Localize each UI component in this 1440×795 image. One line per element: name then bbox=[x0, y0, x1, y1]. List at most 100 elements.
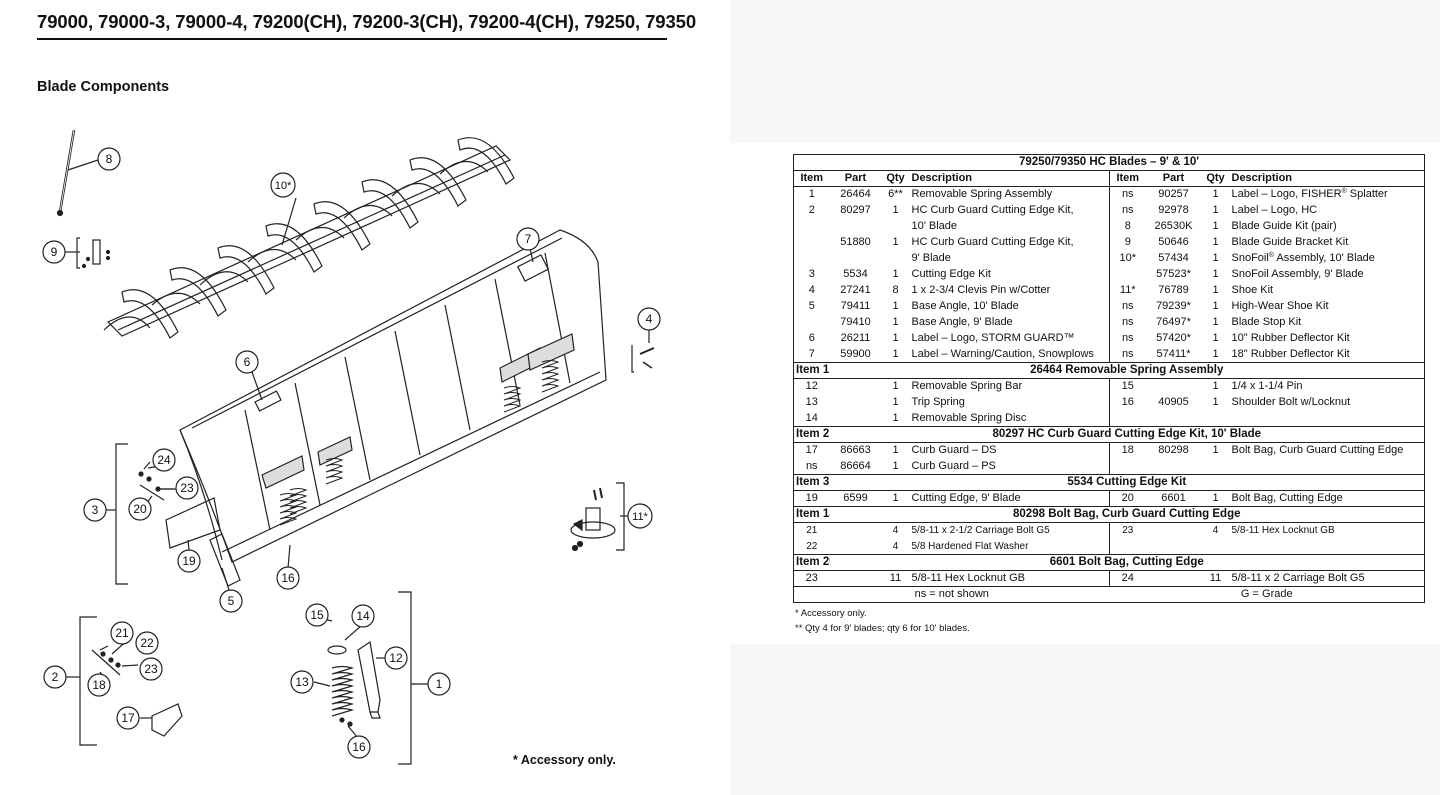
cell-qty: 1 bbox=[892, 347, 899, 360]
callout-24: 24 bbox=[152, 448, 176, 472]
cell-qty: 1 bbox=[892, 331, 899, 344]
cell-item: ns bbox=[1109, 298, 1146, 315]
cell-qty: 1 bbox=[892, 267, 899, 280]
cell-item: 10* bbox=[1109, 250, 1146, 267]
cell-qty bbox=[882, 251, 910, 267]
cell-part bbox=[1146, 523, 1202, 539]
section-item-label: Item 3 bbox=[793, 474, 830, 491]
cell-item bbox=[1109, 266, 1146, 283]
svg-text:2: 2 bbox=[52, 670, 59, 684]
cell-qty: 6** bbox=[888, 188, 903, 200]
cell-description: Curb Guard – DS bbox=[911, 444, 997, 456]
cell-part: 57523* bbox=[1156, 267, 1191, 280]
svg-text:5: 5 bbox=[228, 594, 235, 608]
table-title: 79250/79350 HC Blades – 9' & 10' bbox=[793, 154, 1425, 171]
svg-text:11*: 11* bbox=[632, 511, 648, 523]
cell-description: 5/8-11 Hex Locknut GB bbox=[1231, 525, 1335, 536]
cell-item bbox=[794, 219, 830, 235]
page-gap-bottom bbox=[730, 644, 1440, 795]
cell-part: 57420* bbox=[1156, 331, 1191, 344]
cell-item: 11* bbox=[1109, 282, 1146, 299]
cell-qty: 1 bbox=[1212, 283, 1219, 296]
cell-qty: 1 bbox=[892, 235, 899, 248]
shoe-kit-drawing bbox=[570, 482, 625, 552]
header-item: Item bbox=[793, 170, 830, 187]
cell-description: HC Curb Guard Cutting Edge Kit, bbox=[911, 203, 1074, 216]
cell-qty: 1 bbox=[892, 203, 899, 216]
guide-bracket-drawing bbox=[66, 237, 111, 269]
cell-part bbox=[830, 411, 882, 427]
cell-part bbox=[1146, 379, 1202, 395]
cell-part bbox=[830, 571, 882, 587]
svg-text:1: 1 bbox=[436, 677, 443, 691]
cell-description: HC Curb Guard Cutting Edge Kit, bbox=[911, 235, 1074, 248]
registered-mark: ® bbox=[1341, 188, 1347, 195]
svg-text:20: 20 bbox=[133, 502, 147, 516]
svg-text:23: 23 bbox=[144, 662, 158, 676]
cell-item bbox=[794, 315, 830, 331]
cell-qty: 1 bbox=[892, 411, 899, 424]
cell-description: Blade Stop Kit bbox=[1231, 315, 1302, 328]
cell-description: 5/8-11 x 2-1/2 Carriage Bolt G5 bbox=[911, 525, 1050, 536]
header-part: Part bbox=[1145, 170, 1202, 187]
cell-item: 5 bbox=[808, 299, 815, 312]
callout-5: 5 bbox=[219, 589, 243, 613]
cell-description: 10" Rubber Deflector Kit bbox=[1231, 331, 1350, 344]
cell-item bbox=[1109, 538, 1146, 555]
cell-qty: 1 bbox=[892, 395, 899, 408]
section-title: 80298 Bolt Bag, Curb Guard Cutting Edge bbox=[829, 506, 1425, 523]
cell-part: 79410 bbox=[840, 315, 871, 328]
callout-12: 12 bbox=[384, 646, 408, 670]
cell-description: Base Angle, 10' Blade bbox=[911, 299, 1019, 312]
cell-part bbox=[830, 523, 882, 539]
svg-text:6: 6 bbox=[244, 355, 251, 369]
callout-23-curb: 23 bbox=[139, 657, 163, 681]
cell-item: 13 bbox=[805, 395, 818, 408]
callout-20: 20 bbox=[128, 497, 152, 521]
svg-text:4: 4 bbox=[646, 312, 653, 326]
callout-16-spring: 16 bbox=[347, 735, 371, 759]
svg-text:23: 23 bbox=[180, 481, 194, 495]
cell-item: 17 bbox=[805, 444, 818, 456]
cell-part: 92978 bbox=[1158, 203, 1189, 216]
cell-description: 5/8-11 Hex Locknut GB bbox=[911, 572, 1026, 584]
cell-item bbox=[1109, 458, 1146, 475]
cell-description: SnoFoil Assembly, 9' Blade bbox=[1231, 267, 1364, 280]
blade-springs-drawing bbox=[279, 360, 560, 526]
callout-9: 9 bbox=[42, 240, 66, 264]
cell-item: ns bbox=[1109, 330, 1146, 347]
cell-item: ns bbox=[1109, 186, 1146, 203]
header-part: Part bbox=[829, 170, 882, 187]
svg-text:16: 16 bbox=[352, 740, 366, 754]
cell-qty: 4 bbox=[892, 540, 899, 552]
cell-item: 9 bbox=[1109, 234, 1146, 251]
desc-text: Label – Logo, FISHER bbox=[1231, 188, 1342, 200]
cell-description: Label – Warning/Caution, Snowplows bbox=[911, 347, 1094, 360]
cell-qty: 1 bbox=[1212, 235, 1219, 248]
callout-11: 11* bbox=[627, 503, 653, 529]
cell-item: 19 bbox=[805, 492, 818, 504]
cell-item bbox=[794, 251, 830, 267]
cell-description: Label – Logo, HC bbox=[1231, 203, 1318, 216]
cell-item: 4 bbox=[808, 283, 815, 296]
cell-description: 9' Blade bbox=[911, 251, 951, 264]
cell-qty: 4 bbox=[1212, 525, 1219, 536]
spring-assembly-drawing bbox=[323, 591, 412, 765]
curb-guard-kit-drawing bbox=[79, 616, 183, 746]
table-notes: * Accessory only. ** Qty 4 for 9' blades… bbox=[795, 606, 970, 636]
svg-text:14: 14 bbox=[356, 609, 370, 623]
desc-text: Splatter bbox=[1346, 188, 1388, 200]
